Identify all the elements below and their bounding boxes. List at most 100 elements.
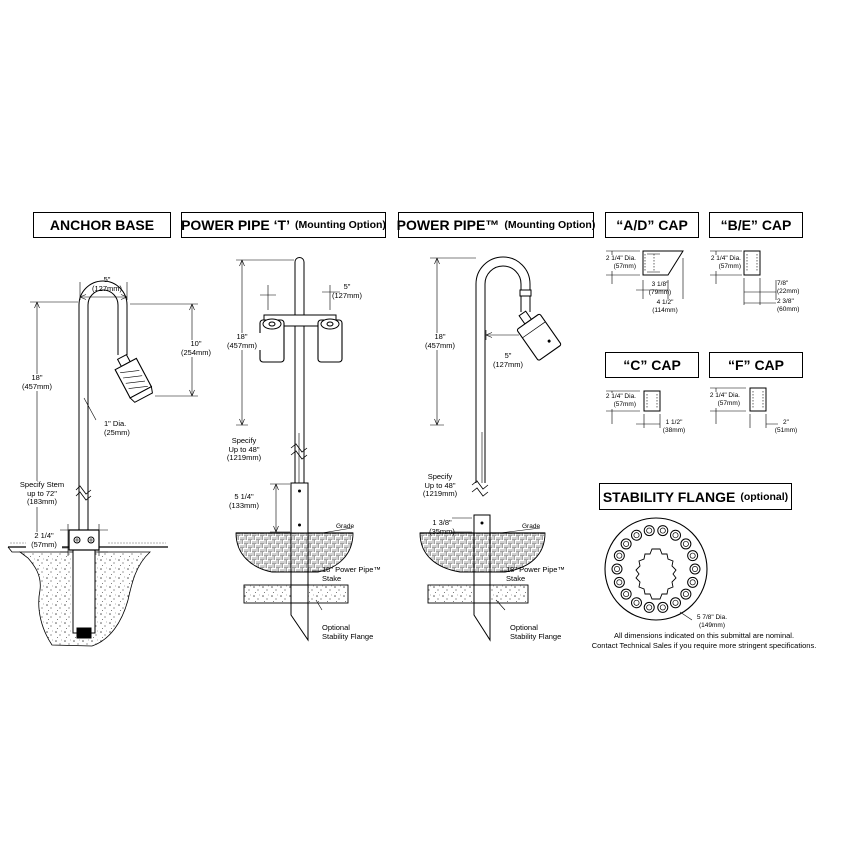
flange-hole xyxy=(680,538,692,550)
flange-hole-inner xyxy=(623,540,630,547)
be-cap-drawing xyxy=(710,250,777,305)
flange-hole xyxy=(620,588,632,600)
flange-dia-mm: (149mm) xyxy=(698,622,725,629)
stability-flange-title-option: (optional) xyxy=(740,490,789,503)
ppt-flange-label: Optional Stability Flange xyxy=(322,623,373,641)
c-cap-title-text: “C” CAP xyxy=(623,357,681,373)
f-cap-title: “F” CAP xyxy=(709,352,803,378)
ad-cap-title: “A/D” CAP xyxy=(605,212,699,238)
pp-specify-line3: (1219mm) xyxy=(422,489,458,498)
pp-height-mm: (457mm) xyxy=(424,340,455,350)
flange-hole xyxy=(613,576,625,588)
f-len-in: 2" xyxy=(783,419,789,426)
anchor-stem-line1: Specify Stem xyxy=(19,480,65,489)
anchor-drop-mm: (254mm) xyxy=(180,347,211,357)
ad-dia-mm: (57mm) xyxy=(613,263,636,270)
anchor-stem-line2: up to 72" xyxy=(27,488,57,498)
ad-outer-label: 4 1/2" (114mm) xyxy=(640,299,690,315)
flange-hole xyxy=(631,597,642,609)
pp-sleeve-label: 1 3/8" (35mm) xyxy=(422,518,462,536)
anchor-top-width-mm: (127mm) xyxy=(91,283,122,293)
pp-flange-line1: Optional xyxy=(510,623,538,632)
pp-height-in: 18" xyxy=(434,332,446,341)
be-outer-mm: (60mm) xyxy=(777,306,800,313)
ppt-specify-line2: Up to 48" xyxy=(228,444,260,454)
flange-hole xyxy=(611,563,623,575)
anchor-stem-label: Specify Stem up to 72" (183mm) xyxy=(14,480,70,507)
c-len-in: 1 1/2" xyxy=(665,419,683,426)
anchor-height-label: 18" (457mm) xyxy=(18,373,56,391)
power-pipe-drawing xyxy=(419,256,562,642)
anchor-base-drawing xyxy=(7,280,198,647)
pp-flange-line2: Stability Flange xyxy=(510,631,562,641)
ppt-specify-line1: Specify xyxy=(231,436,257,445)
flange-hole-inner xyxy=(672,532,679,539)
be-dia-mm: (57mm) xyxy=(718,263,741,270)
ad-cap-title-text: “A/D” CAP xyxy=(616,217,688,233)
f-cap-title-text: “F” CAP xyxy=(728,357,784,373)
stability-flange-drawing xyxy=(604,517,708,621)
pp-arm-mm: (127mm) xyxy=(492,359,523,369)
ad-dia-in: 2 1/4" Dia. xyxy=(605,255,636,262)
c-dia-in: 2 1/4" Dia. xyxy=(605,393,636,400)
flange-holes xyxy=(611,525,701,613)
anchor-base-title-text: ANCHOR BASE xyxy=(49,217,155,233)
flange-hole-inner xyxy=(689,552,696,559)
be-outer-label: 2 3/8" (60mm) xyxy=(777,298,799,314)
pp-arm-in: 5" xyxy=(504,351,512,360)
pp-specify-label: Specify Up to 48" (1219mm) xyxy=(417,472,463,499)
ppt-stake-line2: Stake xyxy=(322,573,342,583)
anchor-top-width-in: 5" xyxy=(103,275,111,284)
stability-flange-title-text: STABILITY FLANGE xyxy=(602,488,736,505)
be-inner-in: 7/8" xyxy=(777,280,789,287)
ppt-specify-line3: (1219mm) xyxy=(226,453,262,462)
power-pipe-t-title: POWER PIPE ‘T’ (Mounting Option) xyxy=(181,212,386,238)
flange-hole-inner xyxy=(682,591,689,598)
ppt-height-mm: (457mm) xyxy=(226,340,257,350)
flange-hole-inner xyxy=(689,579,696,586)
ppt-sleeve-label: 5 1/4" (133mm) xyxy=(224,492,264,510)
anchor-top-width-label: 5" (127mm) xyxy=(87,275,127,293)
power-pipe-title-option: (Mounting Option) xyxy=(504,219,596,231)
anchor-base-width-in: 2 1/4" xyxy=(34,531,54,540)
flange-hole-inner xyxy=(616,552,623,559)
ppt-sleeve-mm: (133mm) xyxy=(228,500,259,510)
flange-hole xyxy=(631,529,642,541)
anchor-drop-label: 10" (254mm) xyxy=(176,339,216,357)
c-dia-label: 2 1/4" Dia. (57mm) xyxy=(588,393,636,409)
anchor-base-width-mm: (57mm) xyxy=(31,539,57,549)
flange-hole-inner xyxy=(646,604,653,611)
ppt-height-in: 18" xyxy=(236,332,248,341)
flange-hole xyxy=(657,525,669,537)
flange-dia-in: 5 7/8" Dia. xyxy=(696,614,728,621)
anchor-stem-line3: (183mm) xyxy=(26,497,57,506)
pp-specify-line2: Up to 48" xyxy=(424,480,456,490)
ppt-flange-line1: Optional xyxy=(322,623,350,632)
ad-dia-label: 2 1/4" Dia. (57mm) xyxy=(588,255,636,271)
be-dia-label: 2 1/4" Dia. (57mm) xyxy=(693,255,741,271)
pp-flange-label: Optional Stability Flange xyxy=(510,623,562,641)
c-len-mm: (38mm) xyxy=(662,427,686,434)
flange-hole xyxy=(657,601,669,613)
flange-hole-inner xyxy=(616,579,623,586)
anchor-drop-in: 10" xyxy=(190,339,202,348)
flange-hole-inner xyxy=(659,527,666,534)
power-pipe-t-drawing xyxy=(235,257,354,642)
flange-hole xyxy=(620,538,632,550)
ppt-sleeve-in: 5 1/4" xyxy=(234,492,254,501)
f-dia-in: 2 1/4" Dia. xyxy=(709,392,740,399)
ppt-stake-line1: 18" Power Pipe™ xyxy=(322,565,381,574)
ad-outer-mm: (114mm) xyxy=(652,307,678,314)
flange-hole-inner xyxy=(633,599,640,606)
be-cap-title-text: “B/E” CAP xyxy=(720,217,792,233)
anchor-height-mm: (457mm) xyxy=(21,381,52,391)
ppt-grade-label: Grade xyxy=(336,523,355,530)
ad-inner-in: 3 1/8" xyxy=(651,281,669,288)
flange-hole-inner xyxy=(672,599,679,606)
power-pipe-title: POWER PIPE™ (Mounting Option) xyxy=(397,212,596,238)
flange-hole-inner xyxy=(646,527,653,534)
footnote-line2: Contact Technical Sales if you require m… xyxy=(591,640,817,650)
f-dia-mm: (57mm) xyxy=(717,400,740,407)
